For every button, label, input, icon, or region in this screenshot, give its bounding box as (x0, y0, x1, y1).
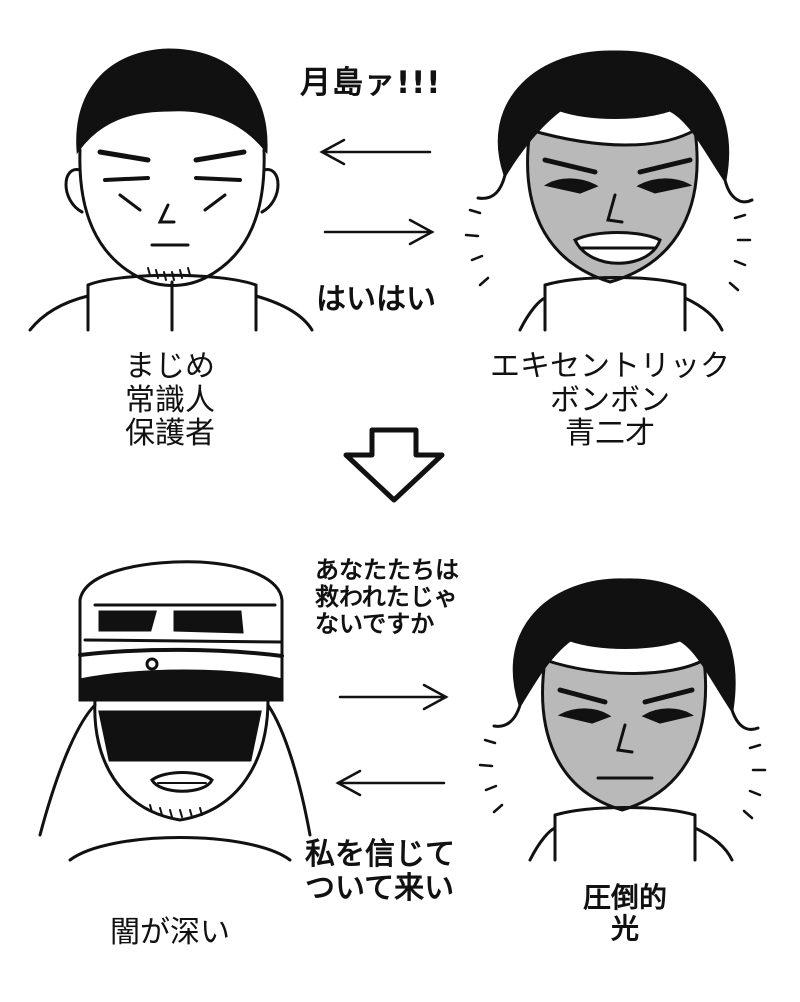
down-arrow-icon (343, 427, 445, 503)
label-line: 常識人 (125, 382, 215, 418)
label-group-top-left: まじめ 常識人 保護者 (110, 350, 230, 451)
label-line: 保護者 (125, 416, 215, 452)
label-group-top-right: エキセントリック ボンボン 青二才 (480, 350, 740, 451)
speech-line: あなたたちは (315, 556, 459, 584)
reply-line: 私を信じて (305, 837, 455, 872)
label-line: エキセントリック (490, 349, 730, 384)
character-koito-top (464, 50, 754, 332)
arrow-right-icon (338, 683, 449, 711)
label-line: 青二才 (565, 416, 655, 452)
label-bottom-left: 闇が深い (110, 915, 230, 950)
reply-haihai: はいはい (316, 282, 436, 317)
label-group-bottom-right: 圧倒的 光 (565, 882, 685, 945)
speech-line: 救われたじゃ (315, 582, 458, 611)
character-koito-bottom (478, 578, 767, 862)
arrow-left-icon (335, 769, 446, 797)
character-tsukishima-top (28, 48, 314, 332)
label-line: 光 (610, 912, 639, 946)
label-line: 圧倒的 (582, 881, 667, 914)
speech-bottom: あなたたちは 救われたじゃ ないですか (315, 557, 459, 638)
shout-tsukishima: 月島ァ!!! (300, 65, 442, 101)
label-line: ボンボン (550, 382, 670, 418)
reply-bottom: 私を信じて ついて来い (305, 838, 455, 905)
speech-line: ないですか (315, 609, 435, 638)
character-tsurumi-bottom (38, 560, 312, 862)
reply-line: ついて来い (305, 870, 455, 906)
label-line: まじめ (125, 349, 215, 384)
arrow-right-icon (323, 218, 435, 246)
arrow-left-icon (319, 138, 432, 166)
